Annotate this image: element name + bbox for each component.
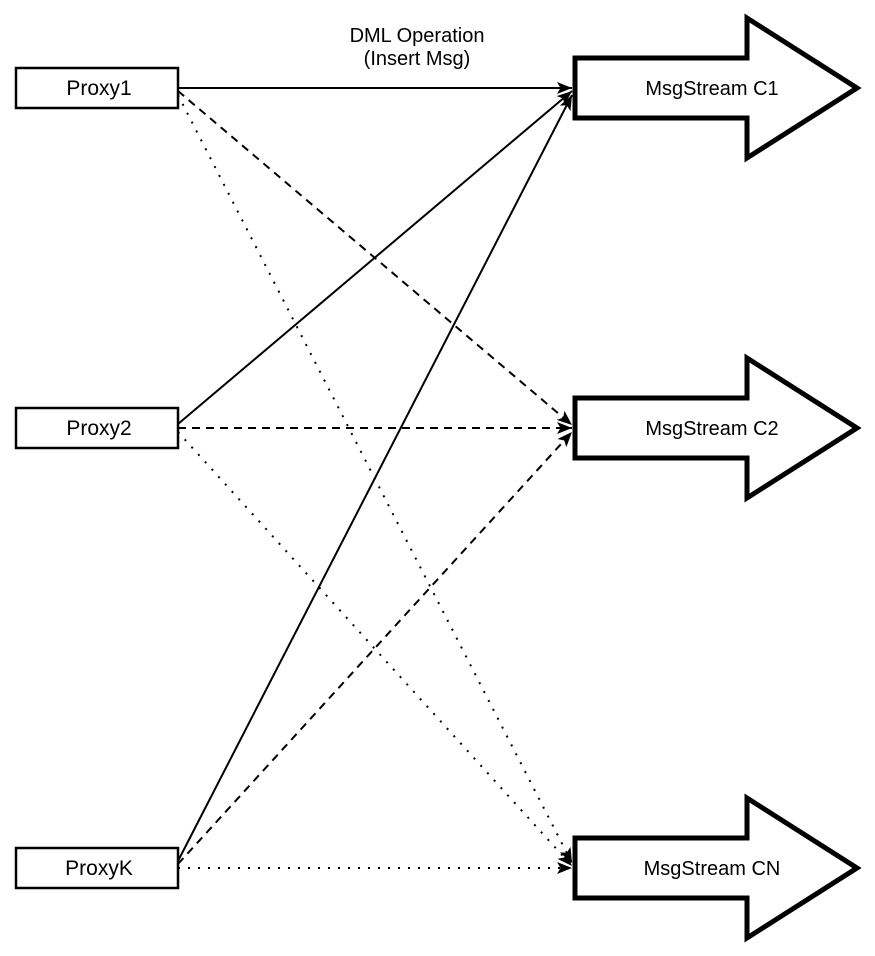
proxy1-box <box>14 66 180 110</box>
edge-proxyk-c1-solid <box>177 94 573 862</box>
msgstream-c2-arrow <box>572 353 862 503</box>
diagram-title-line1: DML Operation <box>350 25 485 47</box>
msgstream-cn-arrow <box>572 793 862 943</box>
proxy1-node: Proxy1 <box>14 66 180 110</box>
proxy2-label: Proxy2 <box>66 417 131 440</box>
proxy2-node: Proxy2 <box>14 406 180 450</box>
proxy1-label: Proxy1 <box>66 77 131 100</box>
msgstream-c2-node: MsgStream C2 <box>572 353 862 503</box>
edges <box>177 82 573 874</box>
proxyk-node: ProxyK <box>14 846 180 890</box>
diagram-title: DML Operation (Insert Msg) <box>350 25 485 70</box>
edge-proxyk-c2-dashed <box>177 431 573 865</box>
proxy-nodes: Proxy1 Proxy2 ProxyK <box>14 66 180 890</box>
diagram-title-line2: (Insert Msg) <box>364 48 471 70</box>
msgstream-nodes: MsgStream C1 MsgStream C2 MsgStream CN <box>572 13 862 943</box>
proxyk-box <box>14 846 180 890</box>
msgstream-c1-arrow <box>572 13 862 163</box>
msgstream-cn-label: MsgStream CN <box>644 858 781 880</box>
msgstream-c1-node: MsgStream C1 <box>572 13 862 163</box>
msgstream-c2-label: MsgStream C2 <box>645 418 778 440</box>
proxy2-box <box>14 406 180 450</box>
proxyk-label: ProxyK <box>65 857 133 880</box>
msgstream-cn-node: MsgStream CN <box>572 793 862 943</box>
msgstream-c1-label: MsgStream C1 <box>645 78 778 100</box>
edge-proxy2-c1-solid <box>177 90 573 425</box>
